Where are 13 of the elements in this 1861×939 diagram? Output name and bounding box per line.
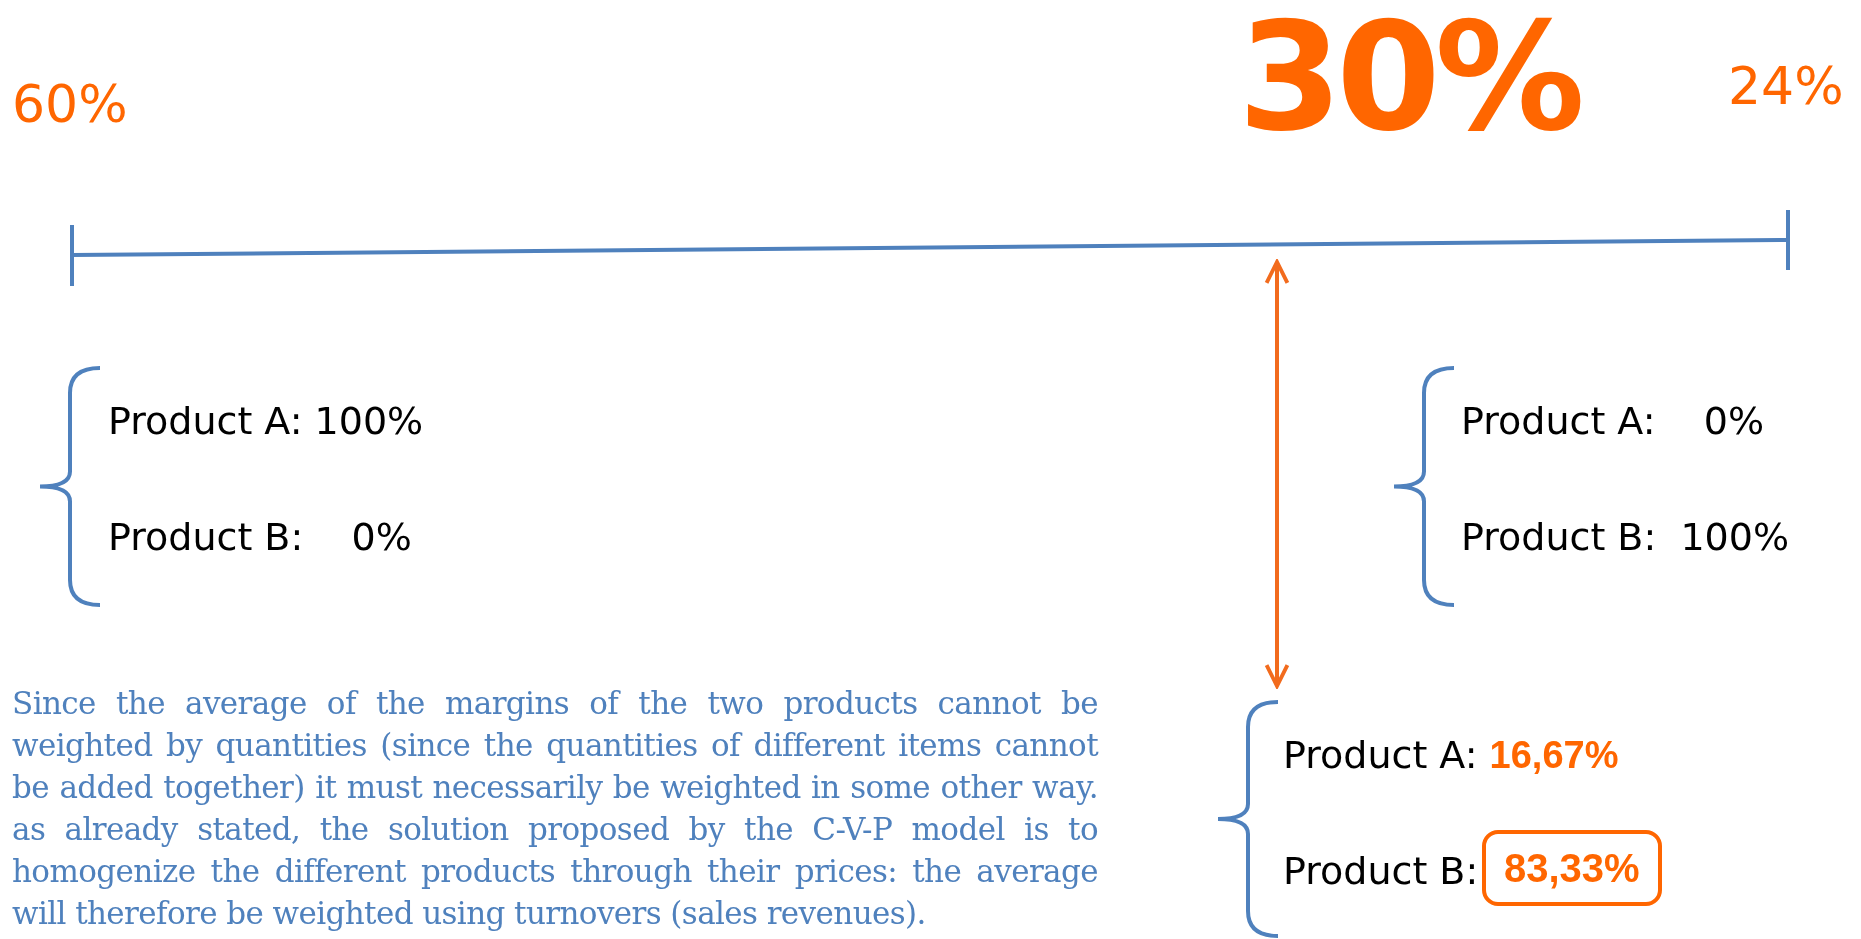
product-share: Product B: <box>1283 852 1479 890</box>
product-share: Product B: 0% <box>108 518 412 556</box>
product-share: Product A: 100% <box>108 402 424 440</box>
explanation-paragraph: Since the average of the margins of the two products cannot be weighted by quantities (since the quantities of different items cannot be added together) it must necessarily be weighted in some other way. as already stated, the solution proposed by the C-V-P model is to homogenize the different products through their prices: the average will therefore be weighted using turnovers (sales revenues). <box>12 684 1098 933</box>
scale-line <box>70 210 1790 286</box>
highlight-box: 83,33% <box>1482 830 1662 906</box>
percentage-value: 24% <box>1728 60 1844 112</box>
percentage-value: 60% <box>12 78 128 130</box>
product-share: Product A: 16,67% <box>1283 736 1619 774</box>
product-share: Product A: 0% <box>1461 402 1765 440</box>
product-share: Product B: 100% <box>1461 518 1790 556</box>
double-arrow <box>1264 260 1290 688</box>
percentage-value: 30% <box>1238 2 1580 152</box>
